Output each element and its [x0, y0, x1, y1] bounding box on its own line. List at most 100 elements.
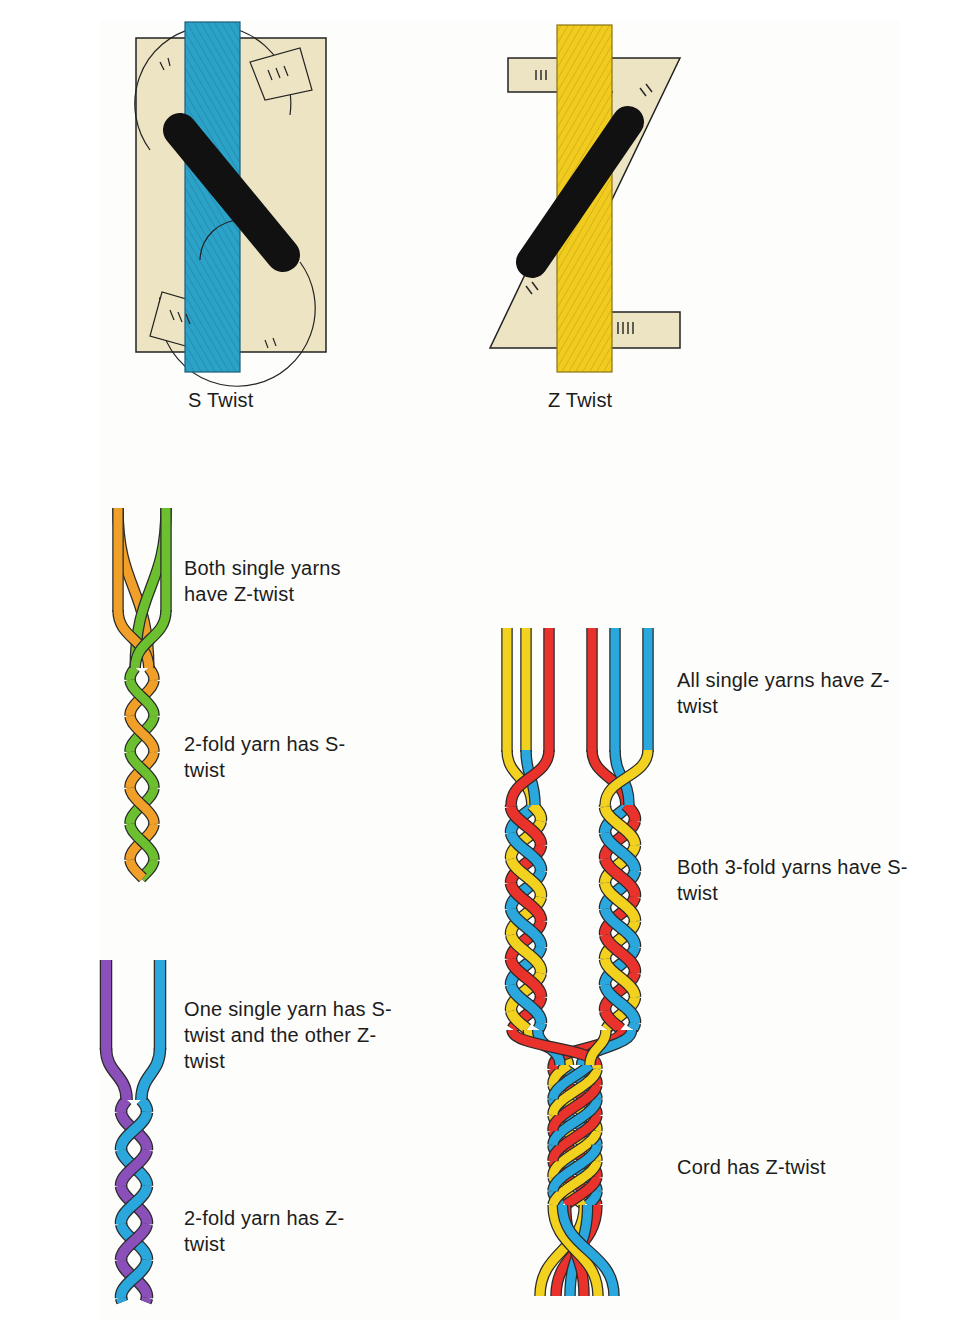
figure-caption: S Twist — [188, 387, 308, 413]
yarn-strand — [130, 824, 154, 860]
yarn-strand — [130, 788, 154, 824]
annotation-text: One single yarn has S-twist and the othe… — [184, 996, 416, 1074]
yarn-strand — [149, 668, 154, 680]
yarn-strand — [121, 1112, 147, 1150]
yarn-strand — [135, 508, 166, 668]
yarn-strand — [130, 788, 154, 824]
figure-caption: Z Twist — [548, 387, 668, 413]
yarn-strand — [130, 752, 154, 788]
yarn-strand — [632, 1023, 635, 1029]
yarn-strand — [112, 508, 124, 612]
yarn-strand — [121, 1150, 147, 1186]
yarn-strand — [130, 716, 154, 752]
yarn-strand — [121, 1100, 127, 1112]
yarn-strand — [582, 1030, 632, 1065]
yarn-strand — [130, 788, 154, 824]
yarn-strand — [605, 750, 648, 805]
yarn-strand — [146, 1298, 147, 1302]
yarn-strand — [590, 1030, 606, 1065]
yarn-strand — [512, 1030, 596, 1065]
yarn-strand — [582, 1030, 632, 1065]
yarn-strand — [611, 628, 620, 752]
yarn-strand — [130, 860, 143, 878]
yarn-strands — [106, 508, 648, 1302]
yarn-strand — [121, 1100, 127, 1112]
yarn-strand — [605, 1011, 621, 1029]
yarn-strand — [121, 1260, 147, 1298]
yarn-strand — [146, 1298, 147, 1302]
yarn-strand — [121, 1298, 122, 1302]
yarn-strand — [562, 1205, 614, 1296]
yarn-strand — [114, 508, 123, 612]
yarn-strand — [520, 628, 532, 752]
yarn-strand — [135, 610, 166, 668]
yarn-strand — [121, 1224, 147, 1260]
yarn-strand — [121, 1186, 147, 1224]
annotation-text: 2-fold yarn has Z-twist — [184, 1205, 384, 1257]
yarn-strand — [141, 1100, 147, 1112]
yarn-strand — [130, 788, 154, 824]
yarn-strand — [511, 959, 541, 997]
yarn-strand — [121, 1260, 147, 1298]
yarn-strand — [130, 680, 154, 716]
yarn-strand — [605, 1011, 621, 1029]
yarn-strand — [130, 716, 154, 752]
yarn-strand — [121, 1186, 147, 1224]
yarn-strand — [547, 1065, 559, 1069]
z-twist-figure — [490, 25, 680, 372]
yarn-strand — [511, 883, 541, 921]
yarn-strand — [121, 1112, 147, 1150]
yarn-strand — [511, 750, 549, 805]
yarn-strand — [586, 628, 598, 752]
yarn-strand — [503, 628, 512, 752]
yarn-strand — [130, 680, 154, 716]
yarn-strand — [605, 750, 648, 805]
yarn-strand — [130, 716, 154, 752]
yarn-strand — [605, 959, 635, 997]
yarn-strand — [543, 628, 555, 752]
yarn-strand — [121, 1186, 147, 1224]
yarn-strand — [121, 1112, 147, 1150]
yarn-strand — [545, 628, 554, 752]
yarn-strand — [605, 883, 635, 921]
yarn-strand — [141, 1048, 160, 1100]
yarn-strand — [522, 628, 531, 752]
yarn-strand — [106, 1048, 127, 1100]
yarn-strand — [101, 960, 111, 1050]
yarn-strand — [121, 1186, 147, 1224]
yarn-strand — [149, 668, 154, 680]
yarn-strand — [160, 508, 172, 612]
yarn-strand — [154, 960, 167, 1050]
yarn-strand — [121, 1150, 147, 1186]
yarn-strand — [605, 807, 635, 845]
yarn-strand — [130, 752, 154, 788]
yarn-strand — [538, 1023, 541, 1029]
yarn-strand — [512, 1030, 596, 1065]
yarn-strand — [121, 1112, 147, 1150]
annotation-text: Both 3-fold yarns have S-twist — [677, 854, 909, 906]
yarn-strand — [130, 824, 154, 860]
yarn-strand — [632, 1023, 635, 1029]
yarn-strand — [130, 860, 143, 878]
yarn-strand — [553, 1145, 597, 1191]
yarn-strand — [130, 752, 154, 788]
yarn-strand — [162, 508, 171, 612]
yarn-strand — [532, 805, 541, 821]
yarn-strand — [553, 1065, 590, 1099]
yarn-strand — [155, 960, 165, 1050]
yarn-strand — [553, 1065, 590, 1099]
yarn-strand — [605, 807, 635, 845]
yarn-strand — [605, 959, 635, 997]
yarn-strand — [130, 716, 154, 752]
yarn-strand — [538, 1023, 541, 1029]
yarn-strand — [626, 805, 635, 821]
yarn-strand — [141, 1048, 160, 1100]
s-twist-figure — [135, 22, 326, 386]
yarn-strand — [135, 610, 166, 668]
yarn-strand — [588, 628, 597, 752]
yarn-strand — [121, 1224, 147, 1260]
yarn-strand — [106, 1048, 127, 1100]
annotation-text: Both single yarns have Z-twist — [184, 555, 384, 607]
yarn-strand — [141, 1100, 147, 1112]
yarn-strand — [121, 1224, 147, 1260]
